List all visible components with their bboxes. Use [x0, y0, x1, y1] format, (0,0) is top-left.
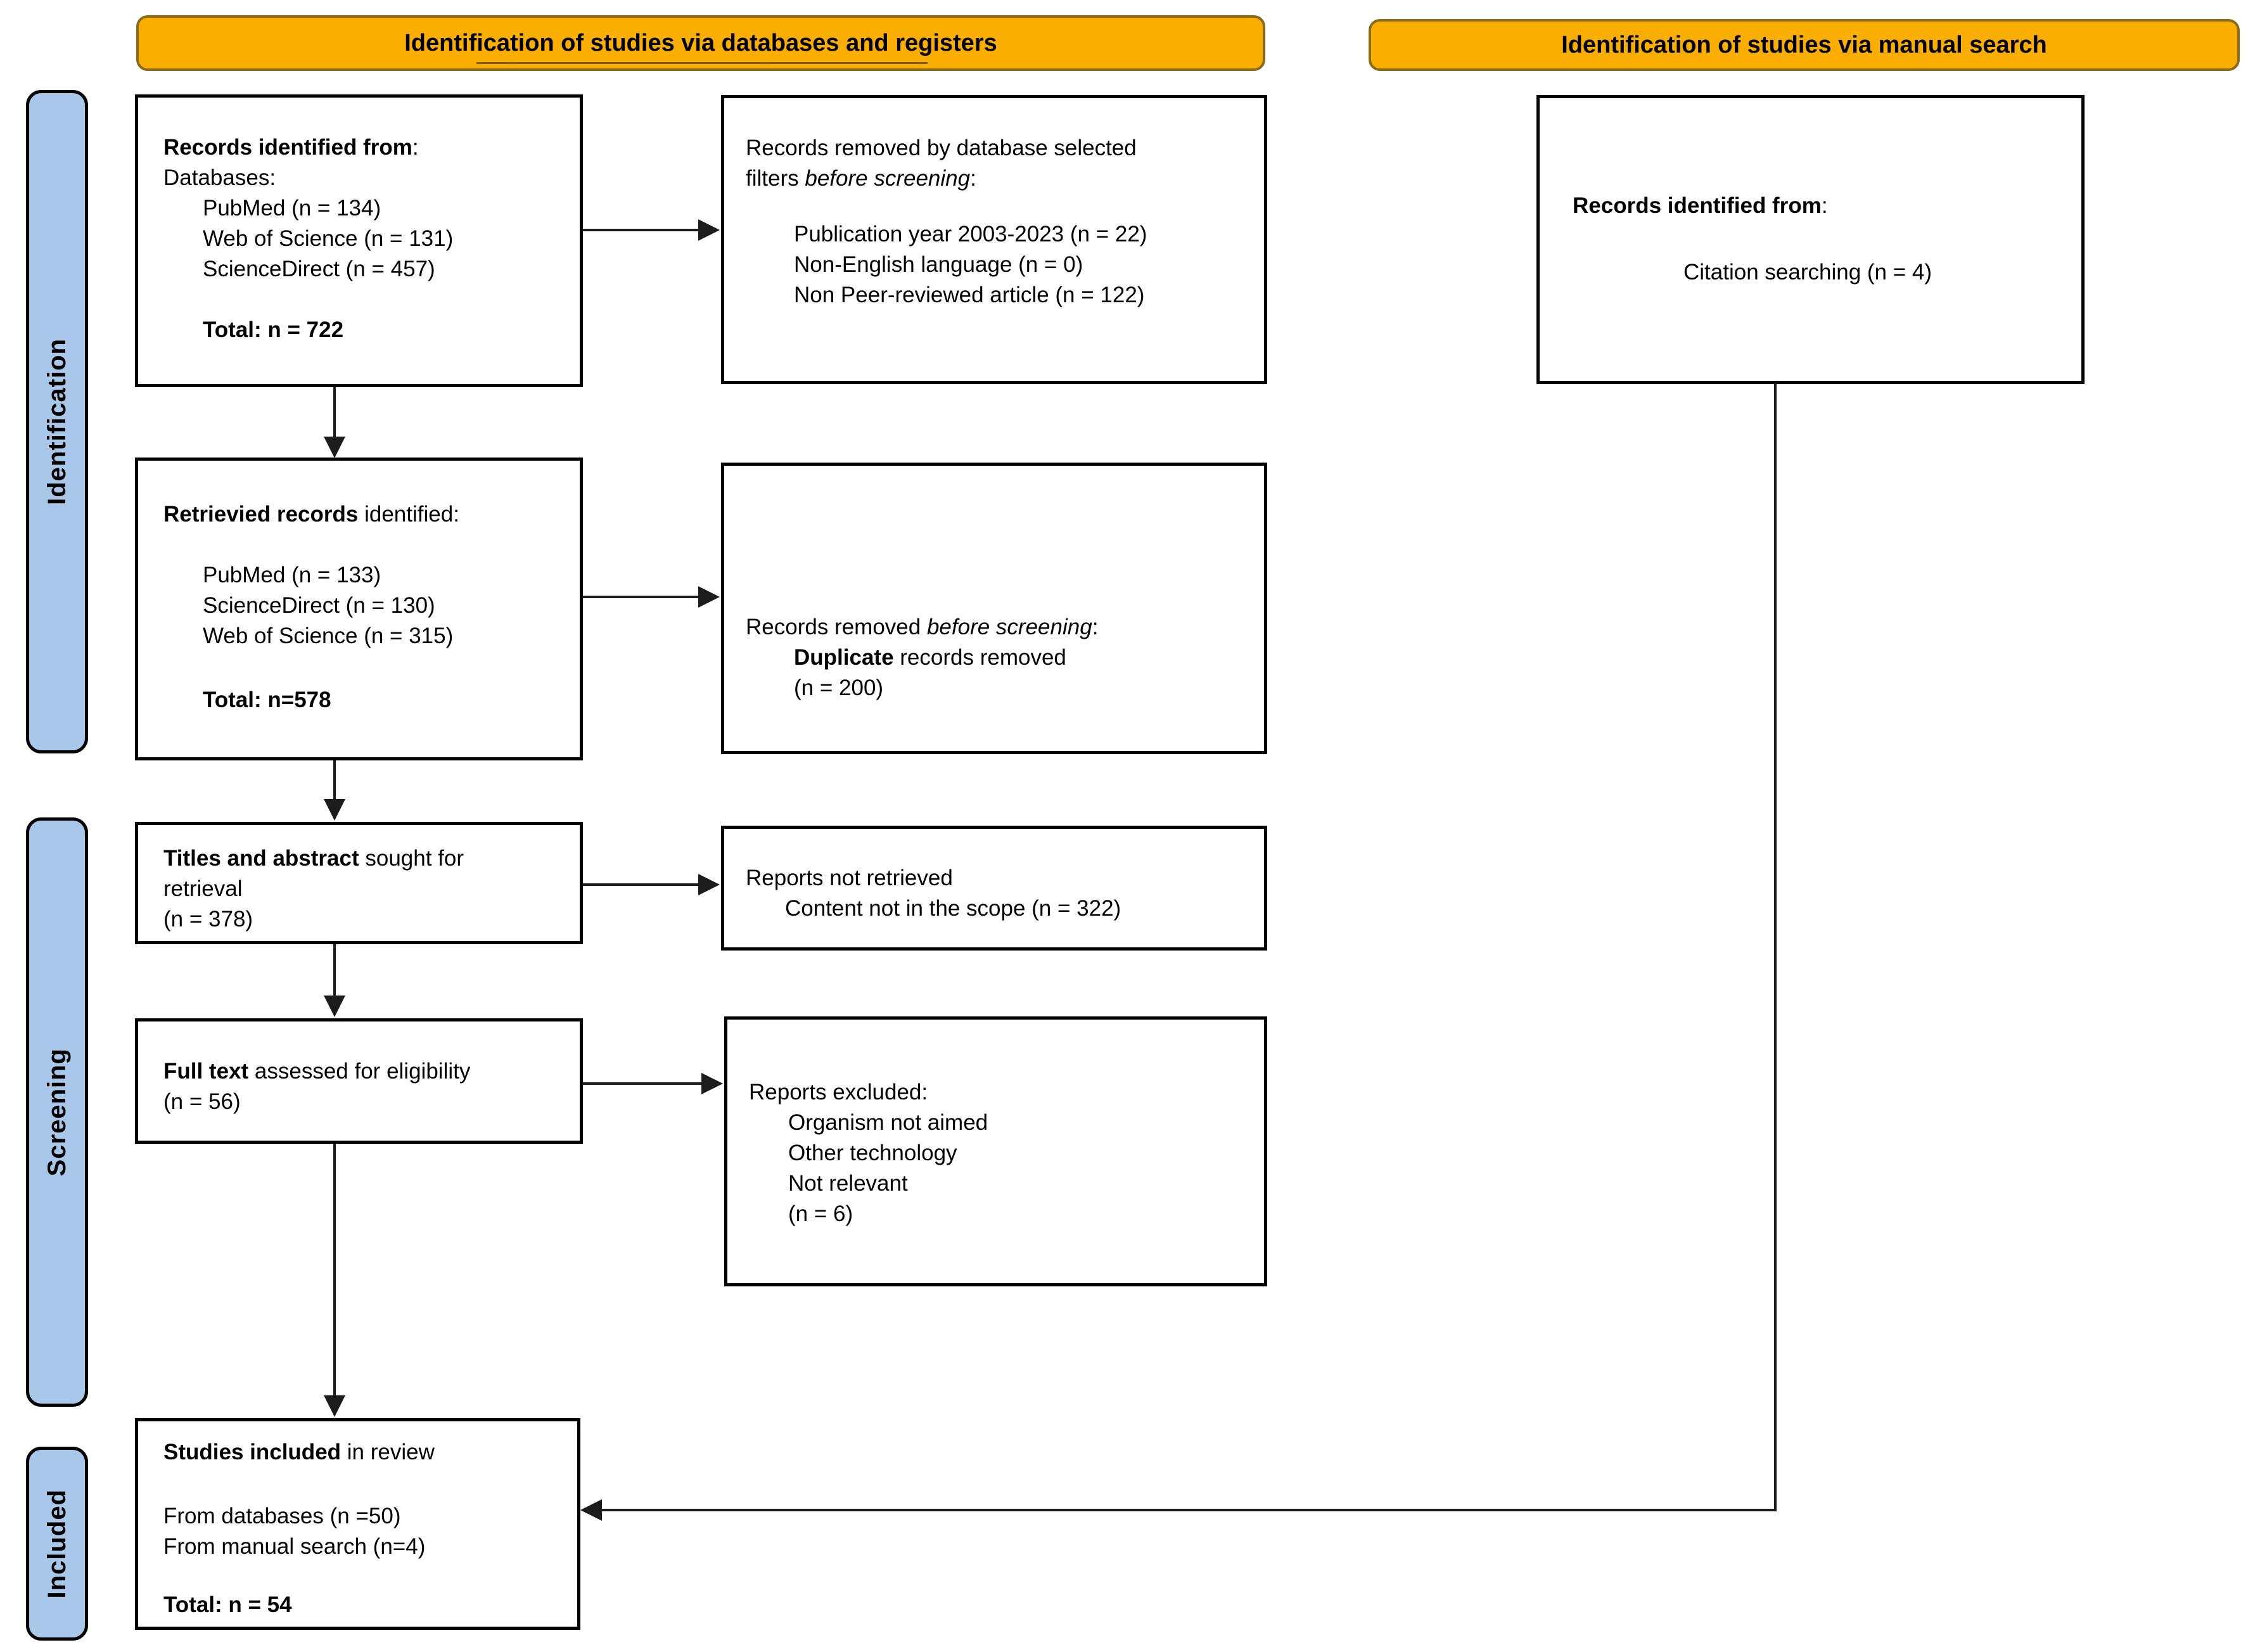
box-title: Records removed by database selected: [746, 136, 1137, 160]
box-subtitle: Databases:: [163, 165, 276, 190]
box-title: Titles and abstract sought for: [163, 846, 464, 871]
box-total: Total: n=578: [203, 688, 331, 712]
box-duplicates-removed: Records removed before screening: Duplic…: [721, 463, 1267, 754]
box-records-removed-filters: Records removed by database selected fil…: [721, 95, 1267, 384]
box-line: retrieval: [163, 876, 243, 901]
list-item: ScienceDirect (n = 457): [203, 257, 435, 281]
box-count: (n = 378): [163, 907, 253, 932]
list-item: Other technology: [788, 1141, 957, 1165]
arrowhead-right-icon: [698, 586, 720, 608]
box-retrieved-records: Retrievied records identified: PubMed (n…: [135, 458, 583, 760]
stage-label-included: Included: [42, 1489, 71, 1599]
list-item: Organism not aimed: [788, 1110, 988, 1135]
box-total: Total: n = 54: [163, 1592, 292, 1617]
connector-titles-to-fulltext: [333, 944, 336, 998]
box-title: Reports not retrieved: [746, 866, 953, 890]
connector-titles-to-notretrieved: [582, 883, 701, 886]
connector-fulltext-to-excluded: [582, 1082, 703, 1085]
list-item: Publication year 2003-2023 (n = 22): [794, 222, 1147, 247]
stage-label-screening: Screening: [42, 1047, 71, 1177]
list-item: ScienceDirect (n = 130): [203, 593, 435, 618]
connector-retrieved-to-duplicates: [582, 596, 701, 598]
list-item: (n = 6): [788, 1201, 853, 1226]
list-item: From manual search (n=4): [163, 1534, 426, 1559]
box-reports-excluded: Reports excluded: Organism not aimed Oth…: [724, 1016, 1267, 1286]
box-records-identified-databases: Records identified from: Databases: PubM…: [135, 94, 583, 387]
list-item: Non-English language (n = 0): [794, 252, 1083, 277]
arrowhead-right-icon: [698, 219, 720, 241]
box-title: Records removed before screening:: [746, 615, 1099, 639]
list-item: Web of Science (n = 131): [203, 226, 454, 251]
box-titles-abstract: Titles and abstract sought for retrieval…: [135, 822, 583, 944]
banner-databases-registers: Identification of studies via databases …: [136, 15, 1265, 71]
box-reports-not-retrieved: Reports not retrieved Content not in the…: [721, 826, 1267, 951]
list-item: (n = 200): [794, 676, 884, 700]
list-item: Web of Science (n = 315): [203, 624, 454, 648]
list-item: Not relevant: [788, 1171, 908, 1196]
banner-manual-search-label: Identification of studies via manual sea…: [1561, 31, 2047, 58]
box-title: Records identified from:: [1573, 193, 1828, 218]
list-item: From databases (n =50): [163, 1504, 401, 1528]
box-count: (n = 56): [163, 1089, 241, 1114]
box-studies-included: Studies included in review From database…: [135, 1418, 580, 1630]
list-item: PubMed (n = 133): [203, 563, 381, 587]
box-title: Records identified from:: [163, 135, 419, 160]
box-title: Retrievied records identified:: [163, 502, 459, 527]
arrowhead-down-icon: [324, 799, 345, 821]
list-item: Duplicate records removed: [794, 645, 1066, 670]
banner-databases-registers-label: Identification of studies via databases …: [404, 29, 997, 56]
arrowhead-right-icon: [698, 874, 720, 895]
connector-manual-horizontal: [601, 1509, 1777, 1511]
arrowhead-left-icon: [580, 1499, 602, 1521]
banner-underline: [476, 62, 928, 64]
box-title: Full text assessed for eligibility: [163, 1059, 471, 1084]
stage-label-identification: Identification: [42, 338, 71, 505]
stage-tab-included: Included: [26, 1447, 88, 1641]
list-item: PubMed (n = 134): [203, 196, 381, 221]
arrowhead-down-icon: [324, 1395, 345, 1417]
banner-manual-search: Identification of studies via manual sea…: [1369, 19, 2240, 71]
list-item: Content not in the scope (n = 322): [785, 896, 1121, 921]
connector-manual-vertical: [1774, 383, 1777, 1511]
stage-tab-screening: Screening: [26, 817, 88, 1407]
connector-db-to-filters: [582, 229, 701, 231]
box-title-line2: filters before screening:: [746, 166, 976, 191]
box-total: Total: n = 722: [203, 317, 344, 342]
box-title: Studies included in review: [163, 1440, 435, 1464]
list-item: Citation searching (n = 4): [1683, 260, 1932, 285]
box-records-identified-manual: Records identified from: Citation search…: [1536, 95, 2085, 384]
box-title: Reports excluded:: [749, 1080, 928, 1105]
connector-db-to-retrieved: [333, 387, 336, 439]
connector-fulltext-to-included: [333, 1144, 336, 1398]
arrowhead-down-icon: [324, 996, 345, 1017]
arrowhead-down-icon: [324, 437, 345, 458]
connector-retrieved-to-titles: [333, 760, 336, 802]
arrowhead-right-icon: [701, 1073, 723, 1094]
stage-tab-identification: Identification: [26, 90, 88, 753]
list-item: Non Peer-reviewed article (n = 122): [794, 283, 1145, 307]
box-full-text-assessed: Full text assessed for eligibility (n = …: [135, 1018, 583, 1144]
